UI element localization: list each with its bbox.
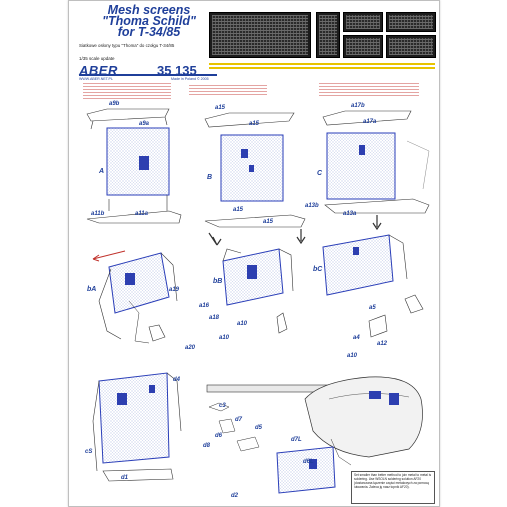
label-a17a: a17a [363,119,377,125]
screen-d-assembly [92,372,182,482]
label-a13b: a13b [305,203,319,209]
note-block-1 [83,83,171,99]
note-block-2 [189,85,267,97]
screen-A-assembly [86,108,182,224]
screen-d2-assembly [276,446,336,494]
label-a5: a5 [369,305,376,311]
label-bA: bA [87,286,96,293]
label-d5: d5 [255,425,263,431]
soldering-note: Set smaller than better method to join m… [351,471,435,504]
label-a11a: a11a [135,211,149,217]
screen-C-assembly [322,110,430,214]
label-a15-b1: a15 [233,207,244,213]
label-d6: d6 [215,433,223,439]
subtitle: Siatkowe osłony typu "Thoma" do czołgu T… [79,43,175,48]
label-a10-2: a10 [219,335,230,341]
label-a10-1: a10 [237,321,248,327]
label-a15-b2: a15 [263,219,274,225]
label-d4: d4 [173,377,181,383]
instruction-sheet: Mesh screens "Thoma Schild" for T-34/85 … [68,0,440,507]
label-C: C [317,170,323,177]
label-a17b: a17b [351,103,365,109]
label-d2: d2 [231,493,239,499]
label-A: A [98,168,104,175]
tank-turret [206,376,423,466]
screen-B-assembly [204,112,306,228]
screen-bB-assembly [222,248,294,334]
made-in-label: Made in Poland © 2005 [171,77,209,81]
label-a9b: a9b [109,101,120,107]
label-a9a: a9a [139,121,150,127]
note-block-3 [319,83,419,97]
label-a12: a12 [377,341,388,347]
label-a11b: a11b [91,211,105,217]
label-a20: a20 [185,345,196,351]
label-a19: a19 [169,287,180,293]
brass-rod-1 [209,63,435,65]
etch-mesh-photo-5 [386,35,436,58]
label-a10-3: a10 [347,353,358,359]
page-title: Mesh screens "Thoma Schild" for T-34/85 [102,3,196,39]
label-cS: cS [85,449,92,455]
header-rule [79,74,217,76]
label-d7: d7 [235,417,243,423]
label-bC: bC [313,266,323,273]
etch-mesh-photo-3 [386,12,436,32]
label-a16: a16 [199,303,210,309]
etch-mesh-photo-1 [316,12,340,58]
etch-fret-photo-main [209,12,311,58]
label-a13a: a13a [343,211,357,217]
label-c3: c3 [219,403,226,409]
screen-bA-assembly [98,252,178,344]
scale-label: 1/35 scale update [79,56,115,61]
assembly-diagram: a9b a9a A a11b a11a a15 a15 B a15 a15 a1… [85,101,430,499]
website: WWW.ABER.NET.PL [79,77,113,81]
label-d1: d1 [121,475,129,481]
label-a15-a: a15 [249,121,260,127]
label-d6L: d6L [303,459,314,465]
label-d8: d8 [203,443,211,449]
label-a18: a18 [209,315,220,321]
label-a15-top: a15 [215,105,226,111]
etch-mesh-photo-2 [343,12,383,32]
label-bB: bB [213,278,222,285]
brass-rod-2 [209,67,435,69]
label-B: B [207,174,212,181]
label-a4: a4 [353,335,360,341]
label-d7L: d7L [291,437,302,443]
screen-bC-assembly [322,234,424,338]
etch-mesh-photo-4 [343,35,383,58]
